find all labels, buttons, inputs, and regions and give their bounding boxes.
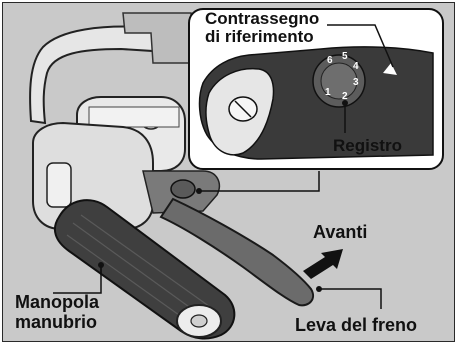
grip-label: Manopola manubrio bbox=[15, 293, 99, 333]
forward-arrow bbox=[303, 249, 343, 279]
reference-mark-label: Contrassegno di riferimento bbox=[205, 10, 319, 46]
brake-lever-label: Leva del freno bbox=[295, 316, 417, 335]
adjuster-dial-small bbox=[171, 180, 195, 198]
dial-number: 4 bbox=[353, 61, 359, 72]
dial-number: 5 bbox=[342, 51, 348, 62]
reservoir-cap bbox=[89, 107, 179, 127]
lever-leader bbox=[319, 289, 381, 309]
dial-number: 6 bbox=[327, 55, 333, 66]
forward-label: Avanti bbox=[313, 223, 367, 242]
dial-number: 1 bbox=[325, 87, 331, 98]
bar-end-center bbox=[191, 315, 207, 327]
diagram-frame: 1 2 3 4 5 6 Contrassegno di riferimento … bbox=[2, 2, 455, 342]
dial-number: 3 bbox=[353, 77, 359, 88]
clamp-bolt bbox=[47, 163, 71, 207]
adjuster-label: Registro bbox=[333, 137, 402, 155]
brake-lever-illustration: 1 2 3 4 5 6 bbox=[3, 3, 454, 341]
